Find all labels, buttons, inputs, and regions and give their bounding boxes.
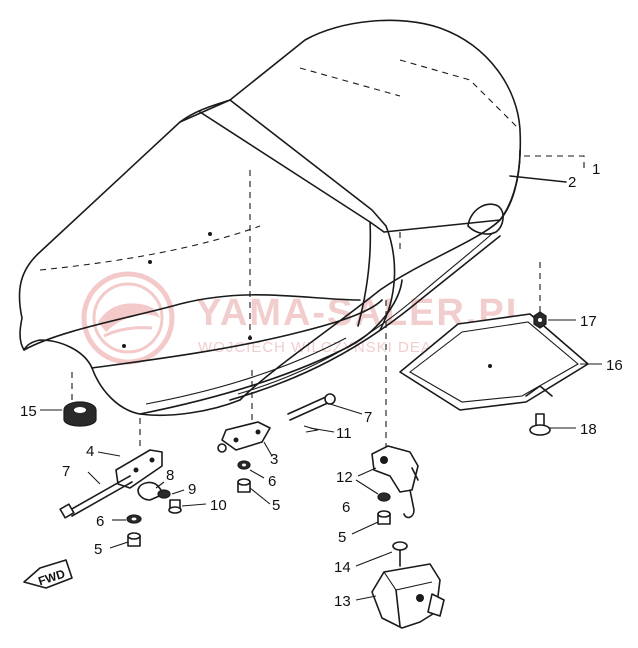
callout-6-centre: 6: [268, 473, 276, 490]
screw-14: [392, 541, 408, 567]
bolt-5c: [377, 510, 391, 525]
callout-7-rod: 7: [364, 409, 372, 426]
long-bolt-7: [59, 475, 133, 519]
nut-17: [533, 311, 547, 329]
bolt-5a: [127, 532, 141, 547]
hinge-12: [371, 445, 419, 519]
bracket-3: [217, 421, 271, 453]
callout-4: 4: [86, 443, 94, 460]
callout-10: 10: [210, 497, 227, 514]
callout-16: 16: [606, 357, 623, 374]
damper-15: [63, 401, 97, 427]
callout-2: 2: [568, 174, 576, 191]
callout-15: 15: [20, 403, 37, 420]
callout-5-centre: 5: [272, 497, 280, 514]
washer-6c: [377, 492, 391, 502]
washer-9: [157, 489, 171, 499]
bracket-4: [115, 449, 163, 489]
callout-14: 14: [334, 559, 351, 576]
callout-5-hinge: 5: [338, 529, 346, 546]
seat-outline: [18, 19, 522, 417]
callout-12: 12: [336, 469, 353, 486]
leader-lines: [40, 319, 602, 601]
callout-8: 8: [166, 467, 174, 484]
watermark-logo-icon: [81, 271, 175, 365]
callout-17: 17: [580, 313, 597, 330]
callout-11: 11: [336, 425, 352, 442]
callout-6-hinge: 6: [342, 499, 350, 516]
bolt-5b: [237, 478, 251, 493]
callout-13: 13: [334, 593, 351, 610]
washer-6a: [126, 514, 142, 524]
callout-5-left: 5: [94, 541, 102, 558]
bolt-10: [168, 499, 182, 514]
rod-7: [287, 393, 336, 421]
fwd-arrow-icon: FWD: [23, 559, 73, 589]
callout-1: 1: [592, 161, 600, 178]
bolt-18: [529, 413, 551, 436]
lock-assembly-13: [371, 563, 445, 629]
callout-6-left: 6: [96, 513, 104, 530]
callout-7-long-bolt: 7: [62, 463, 70, 480]
washer-6b: [237, 460, 251, 470]
seat: [18, 19, 522, 417]
callout-9: 9: [188, 481, 196, 498]
callout-3: 3: [270, 451, 278, 468]
callout-18: 18: [580, 421, 597, 438]
